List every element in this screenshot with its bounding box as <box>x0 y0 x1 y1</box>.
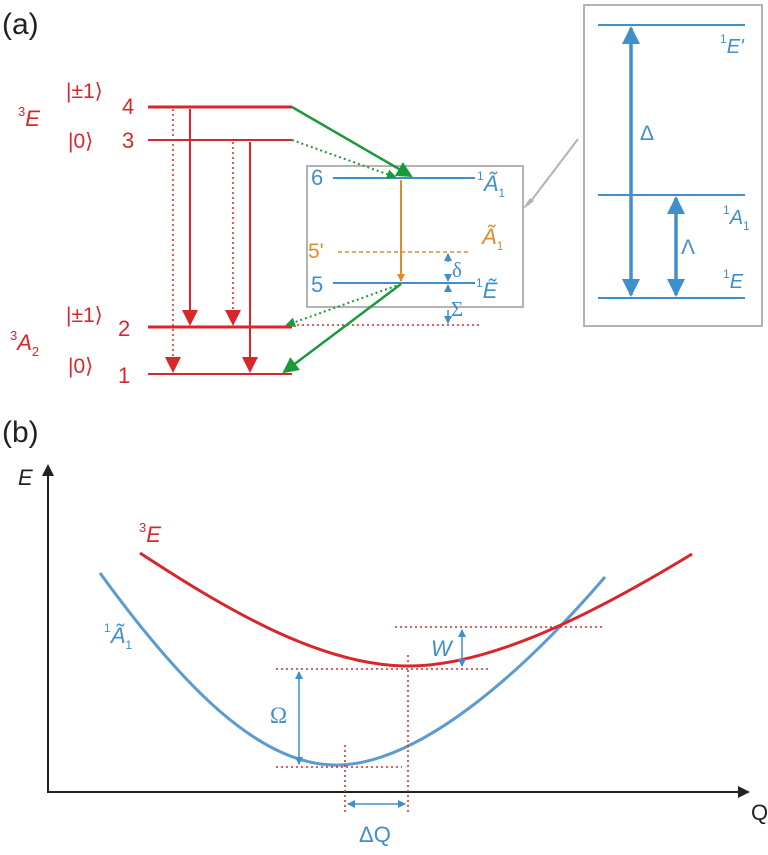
level-6-number: 6 <box>311 165 323 190</box>
y-axis-label: E <box>18 465 33 490</box>
inset-pointer-head <box>522 198 534 210</box>
panel-a-label: (a) <box>2 8 39 41</box>
isc-4-to-6-arrow <box>291 105 413 178</box>
triplet-excited-curve-label: 3E <box>139 520 161 547</box>
level-4-spin-label: |±1⟩ <box>66 80 103 103</box>
big-delta-label: Δ <box>640 122 654 145</box>
level-1-number: 1 <box>118 363 130 388</box>
triplet-excited-term: 3E <box>18 104 40 131</box>
inset-mid-label: 1A1 <box>723 203 750 233</box>
level-1-spin-label: |0⟩ <box>68 355 93 378</box>
level-5-number: 5 <box>311 272 323 297</box>
singlet-curve-label: 1Ã1 <box>104 621 132 652</box>
panel-b-label: (b) <box>2 416 39 449</box>
inset-bottom-label: 1E <box>723 267 744 293</box>
x-axis-label: Q <box>751 800 768 825</box>
inset-pointer-line <box>527 138 579 206</box>
level-5prime-number: 5' <box>308 240 324 263</box>
level-3-number: 3 <box>122 128 134 153</box>
delta-small-label: δ <box>452 258 462 282</box>
singlet-curve <box>98 572 607 767</box>
level-3-spin-label: |0⟩ <box>68 130 93 153</box>
inset-frame <box>583 4 763 327</box>
delta-q-label: ΔQ <box>359 822 391 847</box>
level-2-number: 2 <box>118 316 130 341</box>
level-4-number: 4 <box>122 94 134 119</box>
level-5-state: 1Ẽ <box>476 276 498 303</box>
singlet-box-frame <box>306 165 524 308</box>
omega-label: Ω <box>270 703 287 728</box>
isc-3-to-6-arrow <box>291 139 397 180</box>
level-2-spin-label: |±1⟩ <box>66 304 103 327</box>
isc-5-to-1-arrow <box>282 283 402 374</box>
triplet-ground-term: 3A2 <box>10 328 39 359</box>
w-label: W <box>431 636 454 661</box>
level-5prime-state: Ã1 <box>481 224 504 253</box>
isc-5-to-2-arrow <box>285 283 402 327</box>
inset-top-label: 1E' <box>720 32 745 58</box>
lambda-label: Λ <box>681 236 695 259</box>
level-6-state: 1Ã1 <box>477 169 505 200</box>
sigma-label: Σ <box>451 297 463 321</box>
triplet-excited-curve <box>139 551 693 668</box>
